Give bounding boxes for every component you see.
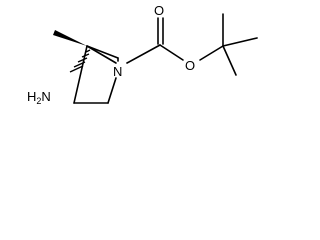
atom-label-oxygen-ester: O [185,58,195,73]
bond-c4-c3 [73,45,88,104]
structure-diagram: N O O H2N [27,3,258,106]
bond-n1-c5 [107,77,117,104]
methyl-wedge-bond [53,30,87,46]
amino-hashed-bond [69,49,91,73]
atom-label-oxygen-carbonyl: O [154,3,164,18]
bond-c3-c2-ring [86,45,117,64]
atom-label-amine: H2N [27,89,51,106]
bond-carbonyl-o-ester [159,44,184,61]
amine-label-n: N [41,89,50,104]
bond-tbu-methyl-right [222,37,258,47]
bond-c3-c2 [86,45,119,59]
amine-label-text: H [27,89,36,104]
atom-label-nitrogen-ring: N [113,64,122,79]
bond-tbu-methyl-down [222,45,237,76]
amine-subscript: 2 [36,96,41,106]
bond-n1-c-carbonyl [126,44,161,64]
bond-o-ester-c-tert [199,45,224,61]
